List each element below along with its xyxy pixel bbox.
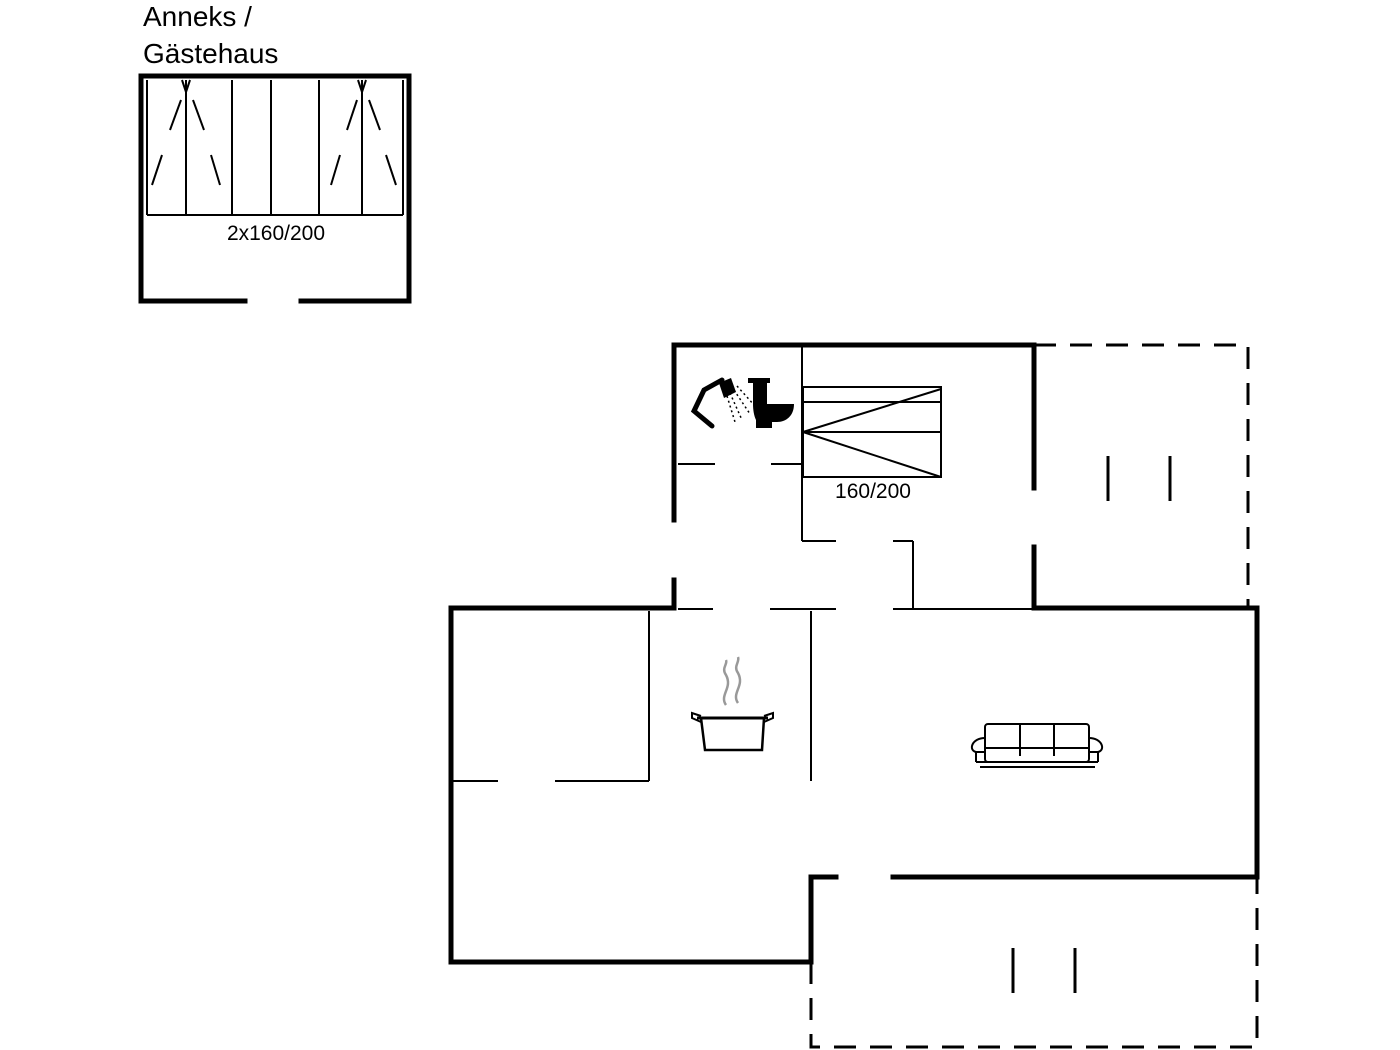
- annex-bed-label: 2x160/200: [227, 222, 325, 245]
- cooking-pot-icon: [691, 656, 774, 752]
- annex-walls: [138, 73, 412, 304]
- main-house: 160/200: [448, 342, 1260, 1049]
- annex-title-line1: Anneks /: [143, 1, 252, 32]
- main-block-walls-right: [890, 605, 1260, 880]
- main-block-walls-left: [448, 605, 839, 965]
- sofa-icon: [970, 723, 1104, 768]
- terrace-upper-outline: [1034, 343, 1250, 608]
- annex-title-line2: Gästehaus: [143, 38, 278, 69]
- shower-icon: [690, 377, 756, 429]
- toilet-icon: [748, 378, 794, 428]
- upper-block-walls: [671, 342, 1037, 523]
- annex-building: Anneks / Gästehaus: [138, 1, 412, 304]
- terrace-lower-outline: [809, 877, 1259, 1049]
- bed-icon: [802, 386, 942, 478]
- bed-icon: [146, 79, 404, 216]
- interior-walls: [453, 347, 1034, 782]
- main-bed-label: 160/200: [835, 480, 911, 503]
